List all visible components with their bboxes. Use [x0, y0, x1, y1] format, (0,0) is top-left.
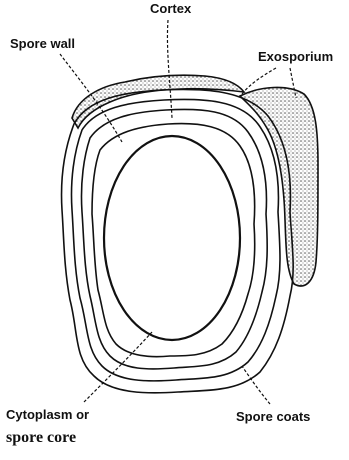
leader-line-cortex [167, 20, 172, 118]
label-spore-wall: Spore wall [10, 37, 75, 50]
leader-line-cytoplasm [84, 332, 152, 402]
label-cytoplasm: Cytoplasm or [6, 408, 89, 421]
leader-line-spore-coats [242, 366, 270, 404]
label-spore-coats: Spore coats [236, 410, 310, 423]
label-spore-core: spore core [6, 430, 76, 446]
cortex-outline [92, 124, 255, 357]
label-exosporium: Exosporium [258, 50, 333, 63]
spore-coat-middle [71, 99, 280, 380]
spore-core [104, 136, 240, 340]
label-cortex: Cortex [150, 2, 191, 15]
